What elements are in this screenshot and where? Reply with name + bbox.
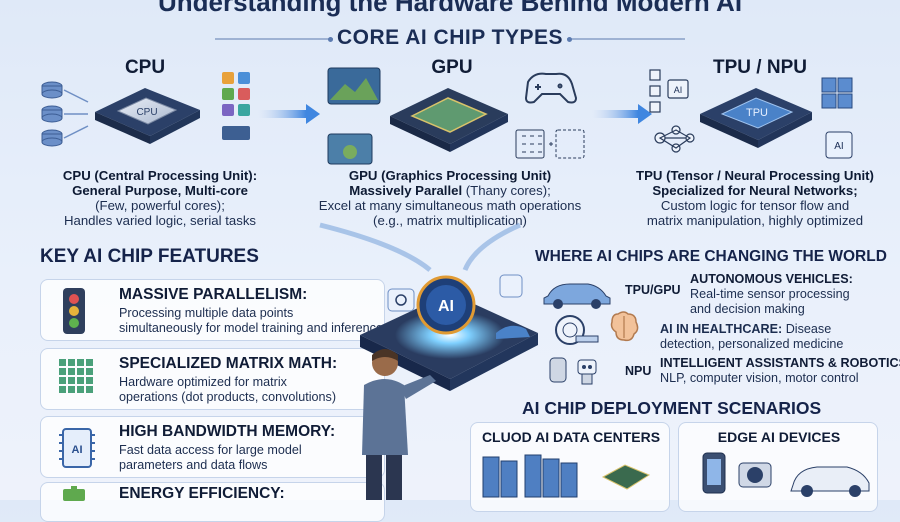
ai-chip-small-icon: AI <box>825 131 853 159</box>
cpu-heading: CPU <box>124 57 166 78</box>
divider-right <box>567 36 685 42</box>
features-heading: KEY AI CHIP FEATURES <box>40 246 259 267</box>
chip-tag-tpu-gpu: TPU/GPU <box>625 283 681 297</box>
page-title: Understanding the Hardware Behind Modern… <box>157 0 743 17</box>
tpu-chip-icon: TPU <box>700 88 812 148</box>
tpu-description: TPU (Tensor / Neural Processing Unit) Sp… <box>636 168 874 228</box>
network-icon: AI <box>649 69 695 153</box>
battery-icon <box>63 486 85 501</box>
svg-text:AI: AI <box>834 141 843 152</box>
grid-icon <box>59 359 93 393</box>
application-title: INTELLIGENT ASSISTANTS & ROBOTICS: <box>660 356 900 370</box>
world-heading: WHERE AI CHIPS ARE CHANGING THE WORLD <box>535 248 887 265</box>
svg-text:AI: AI <box>72 444 83 456</box>
gamepad-icon <box>524 72 578 104</box>
feature-card: AI HIGH BANDWIDTH MEMORY: Fast data acce… <box>40 416 385 478</box>
game-scene-icon <box>327 67 381 165</box>
divider-left <box>215 36 333 42</box>
database-icon <box>41 81 63 147</box>
gpu-heading: GPU <box>431 57 473 78</box>
arrow-icon <box>258 110 306 118</box>
application-title: AUTONOMOUS VEHICLES: <box>690 272 853 286</box>
matrix-icon <box>515 129 585 159</box>
mri-scanner-icon <box>555 315 599 345</box>
feature-card: MASSIVE PARALLELISM: Processing multiple… <box>40 279 385 341</box>
brain-icon <box>610 311 639 342</box>
edge-devices-icon <box>702 452 870 497</box>
gpu-description: GPU (Graphics Processing Unit) Massively… <box>318 168 582 228</box>
deployment-card-edge: EDGE AI DEVICES <box>678 422 878 512</box>
cpu-description: CPU (Central Processing Unit): General P… <box>62 168 258 228</box>
svg-text:TPU: TPU <box>746 107 768 119</box>
deployment-heading: AI CHIP DEPLOYMENT SCENARIOS <box>522 398 822 418</box>
feature-card: SPECIALIZED MATRIX MATH: Hardware optimi… <box>40 348 385 410</box>
server-rack-icon <box>482 454 651 498</box>
center-ai-chip-illustration: AI <box>319 222 538 500</box>
server-cube-icon <box>821 77 853 109</box>
svg-text:AI: AI <box>438 298 454 315</box>
cpu-chip-icon: CPU <box>95 88 200 144</box>
svg-text:CPU: CPU <box>136 107 157 118</box>
world-icons <box>543 283 611 385</box>
speaker-icon <box>549 357 567 383</box>
application-healthcare: AI IN HEALTHCARE: Disease <box>660 322 832 336</box>
robot-icon <box>577 359 597 385</box>
memory-chip-icon: AI <box>59 428 95 468</box>
chip-tag-npu: NPU <box>625 364 652 378</box>
deployment-card-cloud: CLUOD AI DATA CENTERS <box>470 422 670 512</box>
traffic-light-icon <box>63 288 85 334</box>
app-icons <box>222 72 250 140</box>
svg-text:AI: AI <box>674 85 683 95</box>
car-icon <box>543 283 611 309</box>
person-icon <box>362 349 436 500</box>
tpu-npu-heading: TPU / NPU <box>713 57 807 78</box>
arrow-icon-2 <box>592 110 638 118</box>
chip-illustrations: CPU AI <box>41 67 853 165</box>
gpu-chip-icon <box>390 88 508 152</box>
section-title-core-chips: CORE AI CHIP TYPES <box>336 26 564 49</box>
